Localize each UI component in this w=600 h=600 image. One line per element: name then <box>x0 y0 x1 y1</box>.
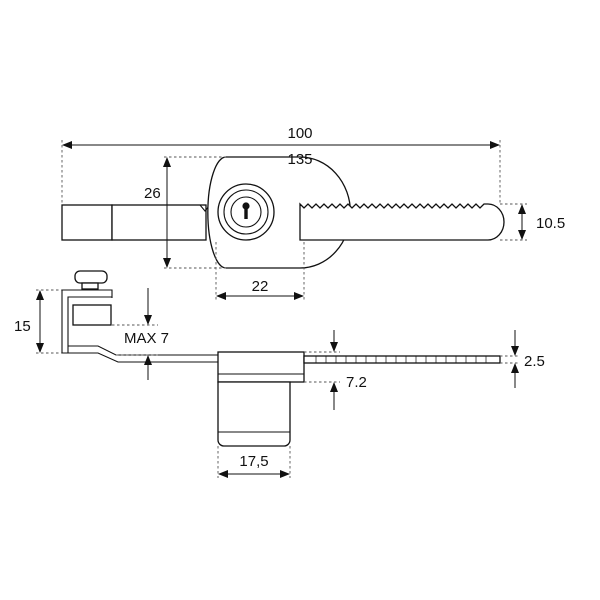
clamp-pad <box>72 304 112 326</box>
cylinder-side <box>217 381 291 447</box>
sliding-bar-end-block <box>61 204 113 241</box>
cylinder-inner-ring <box>230 196 262 228</box>
lock-height-label: 26 <box>144 185 161 202</box>
top-view: 100 135 26 10.5 22 <box>61 125 565 300</box>
cylinder-width-label: 22 <box>252 278 269 295</box>
side-view: 15 MAX 7 7.2 2.5 17,5 <box>14 270 545 478</box>
bracket-arm <box>62 345 218 363</box>
total-length-label: 135 <box>287 151 312 168</box>
bar-height-label: 10.5 <box>536 215 565 232</box>
screw-shank <box>81 282 99 290</box>
cylinder-diameter-label: 17,5 <box>239 453 268 470</box>
cylinder-middle-ring <box>223 189 269 235</box>
bracket-height-label: 15 <box>14 318 31 335</box>
overall-length-label: 100 <box>287 125 312 142</box>
sliding-bar-left <box>111 204 207 241</box>
lock-body-side <box>217 351 305 383</box>
max-glass-label: MAX 7 <box>124 330 169 347</box>
bar-side <box>303 355 501 364</box>
screw-head <box>74 270 108 284</box>
keyhole-icon <box>242 202 250 219</box>
bar-side-teeth <box>315 356 487 363</box>
body-thickness-label: 7.2 <box>346 374 367 391</box>
bar-thickness-label: 2.5 <box>524 353 545 370</box>
clamp-bracket <box>61 289 113 353</box>
serrated-bar-right <box>299 202 505 241</box>
